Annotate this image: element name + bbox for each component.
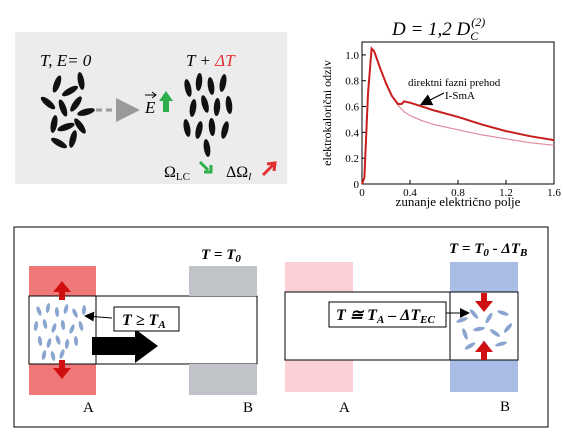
series-line xyxy=(361,46,555,185)
left-up-arrow-icon xyxy=(53,281,71,300)
x-tick-label: 1.6 xyxy=(547,187,561,199)
y-tick-label: 0.4 xyxy=(345,127,359,139)
plot-frame xyxy=(361,41,555,185)
bottom-panel: T ≥ TA T = T0 A B T ≅ xyxy=(13,226,549,428)
right-up-arrow-icon xyxy=(475,341,493,360)
chart: D = 1,2 DC(2) 0 0.4 0.8 1.2 1.6 0 0.2 0.4 0.6 0.8… xyxy=(320,15,561,209)
x-tick-label: 0 xyxy=(359,187,365,199)
mid-temp-box xyxy=(328,301,447,328)
left-B-label: B xyxy=(243,400,253,416)
field-vector-arrow-icon xyxy=(145,91,157,99)
left-overlay-b xyxy=(189,266,257,296)
y-tick-label: 0.6 xyxy=(345,102,359,114)
left-temp-box xyxy=(113,306,180,332)
x-tick-label: 0.8 xyxy=(451,187,465,199)
field-up-arrow-icon xyxy=(159,91,173,112)
y-tick-label: 0.2 xyxy=(345,153,359,165)
top-left-panel: T, E= 0 T + ΔT E xyxy=(15,32,287,184)
x-axis-label: zunanje električno polje xyxy=(396,194,521,209)
right-down-arrow-icon xyxy=(475,293,493,312)
top-right-label: T = T0 xyxy=(201,247,241,265)
left-down-arrow-icon xyxy=(53,360,71,379)
disordered-molecules xyxy=(40,72,95,149)
field-label: E xyxy=(144,98,156,117)
annotation-line1: direktni fazni prehod xyxy=(408,77,501,89)
y-tick-label: 0 xyxy=(354,179,360,191)
x-tick-label: 1.2 xyxy=(499,187,513,199)
annotation-line2: I-SmA xyxy=(445,90,475,102)
left-overlay-b2 xyxy=(189,364,257,395)
annotation-arrow xyxy=(419,92,445,106)
omega-l-label: ΔΩl xyxy=(226,164,251,183)
state1-label: T, E= 0 xyxy=(40,51,92,70)
left-lc-molecules xyxy=(33,303,87,361)
x-tick-label: 0.4 xyxy=(403,187,417,199)
aligned-molecules xyxy=(183,73,233,157)
right-A-label: A xyxy=(339,400,350,416)
omega-lc-down-arrow-icon xyxy=(198,160,213,174)
y-tick-label: 1.0 xyxy=(345,50,359,62)
move-right-arrow-icon xyxy=(92,329,158,363)
left-label-pointer xyxy=(84,311,113,322)
omega-l-up-arrow-icon xyxy=(261,161,277,177)
omega-lc-label: ΩLC xyxy=(164,164,190,183)
left-temp-label: T ≥ TA xyxy=(122,312,166,331)
chart-title: D = 1,2 DC(2) xyxy=(391,15,485,43)
right-B-label: B xyxy=(500,399,510,415)
state2-label: T + ΔT xyxy=(186,51,236,70)
top-right2-label: T = T0 - ΔTB xyxy=(449,241,527,259)
series-layer xyxy=(361,46,555,185)
axis-ticks: 0 0.4 0.8 1.2 1.6 0 0.2 0.4 0.6 0.8 1.0 xyxy=(345,50,561,199)
y-tick-label: 0.8 xyxy=(345,76,359,88)
y-axis-label: elektrokalorični odziv xyxy=(320,60,334,166)
left-A-label: A xyxy=(83,400,94,416)
mid-temp-label: T ≅ TA – ΔTEC xyxy=(336,307,435,326)
